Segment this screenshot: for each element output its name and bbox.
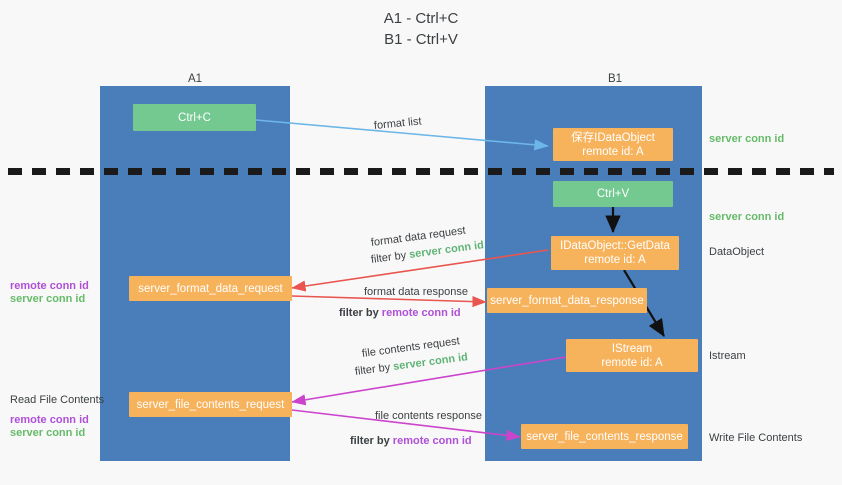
remote-conn-id-text: remote conn id xyxy=(392,435,472,447)
node-ctrl-c[interactable]: Ctrl+C xyxy=(133,104,256,131)
filter-by-text: filter by xyxy=(370,249,407,266)
edge-label-format-data-response: format data response xyxy=(364,286,468,298)
annotation-remote-conn-id-2: remote conn id xyxy=(10,414,89,426)
annotation-server-conn-id-2: server conn id xyxy=(10,427,86,439)
filter-by-text: filter by xyxy=(354,361,391,378)
edge-label-file-contents-response-filter: filter by remote conn id xyxy=(350,434,472,448)
node-istream[interactable]: IStream remote id: A xyxy=(566,339,698,372)
annotation-remote-conn-id-1: remote conn id xyxy=(10,280,89,292)
filter-by-text: filter by xyxy=(339,307,379,319)
annotation-read-file-contents: Read File Contents xyxy=(10,394,105,406)
annotation-dataobject: DataObject xyxy=(709,246,765,258)
node-idataobject-getdata[interactable]: IDataObject::GetData remote id: A xyxy=(551,236,679,270)
page-title: A1 - Ctrl+C B1 - Ctrl+V xyxy=(383,10,459,48)
node-server-file-contents-request[interactable]: server_file_contents_request xyxy=(129,392,292,417)
annotation-server-conn-id-mid: server conn id xyxy=(709,211,785,223)
edge-label-format-data-response-filter: filter by remote conn id xyxy=(339,306,461,320)
edge-label-file-contents-response: file contents response xyxy=(375,410,483,422)
annotation-server-conn-id-top: server conn id xyxy=(709,133,785,145)
lane-title-b1: B1 xyxy=(607,73,623,85)
node-ctrl-v[interactable]: Ctrl+V xyxy=(553,181,673,207)
edge-label-format-list: format list xyxy=(373,115,423,132)
lane-title-a1: A1 xyxy=(187,73,203,85)
node-save-idataobject[interactable]: 保存IDataObject remote id: A xyxy=(553,128,673,161)
node-server-format-data-response[interactable]: server_format_data_response xyxy=(487,288,647,313)
annotation-server-conn-id-1: server conn id xyxy=(10,293,86,305)
node-server-file-contents-response[interactable]: server_file_contents_response xyxy=(521,424,688,449)
phase-divider xyxy=(8,168,834,175)
node-server-format-data-request[interactable]: server_format_data_request xyxy=(129,276,292,301)
annotation-write-file-contents: Write File Contents xyxy=(709,432,803,444)
annotation-istream: Istream xyxy=(709,350,746,362)
filter-by-text: filter by xyxy=(350,435,390,447)
remote-conn-id-text: remote conn id xyxy=(381,307,461,319)
